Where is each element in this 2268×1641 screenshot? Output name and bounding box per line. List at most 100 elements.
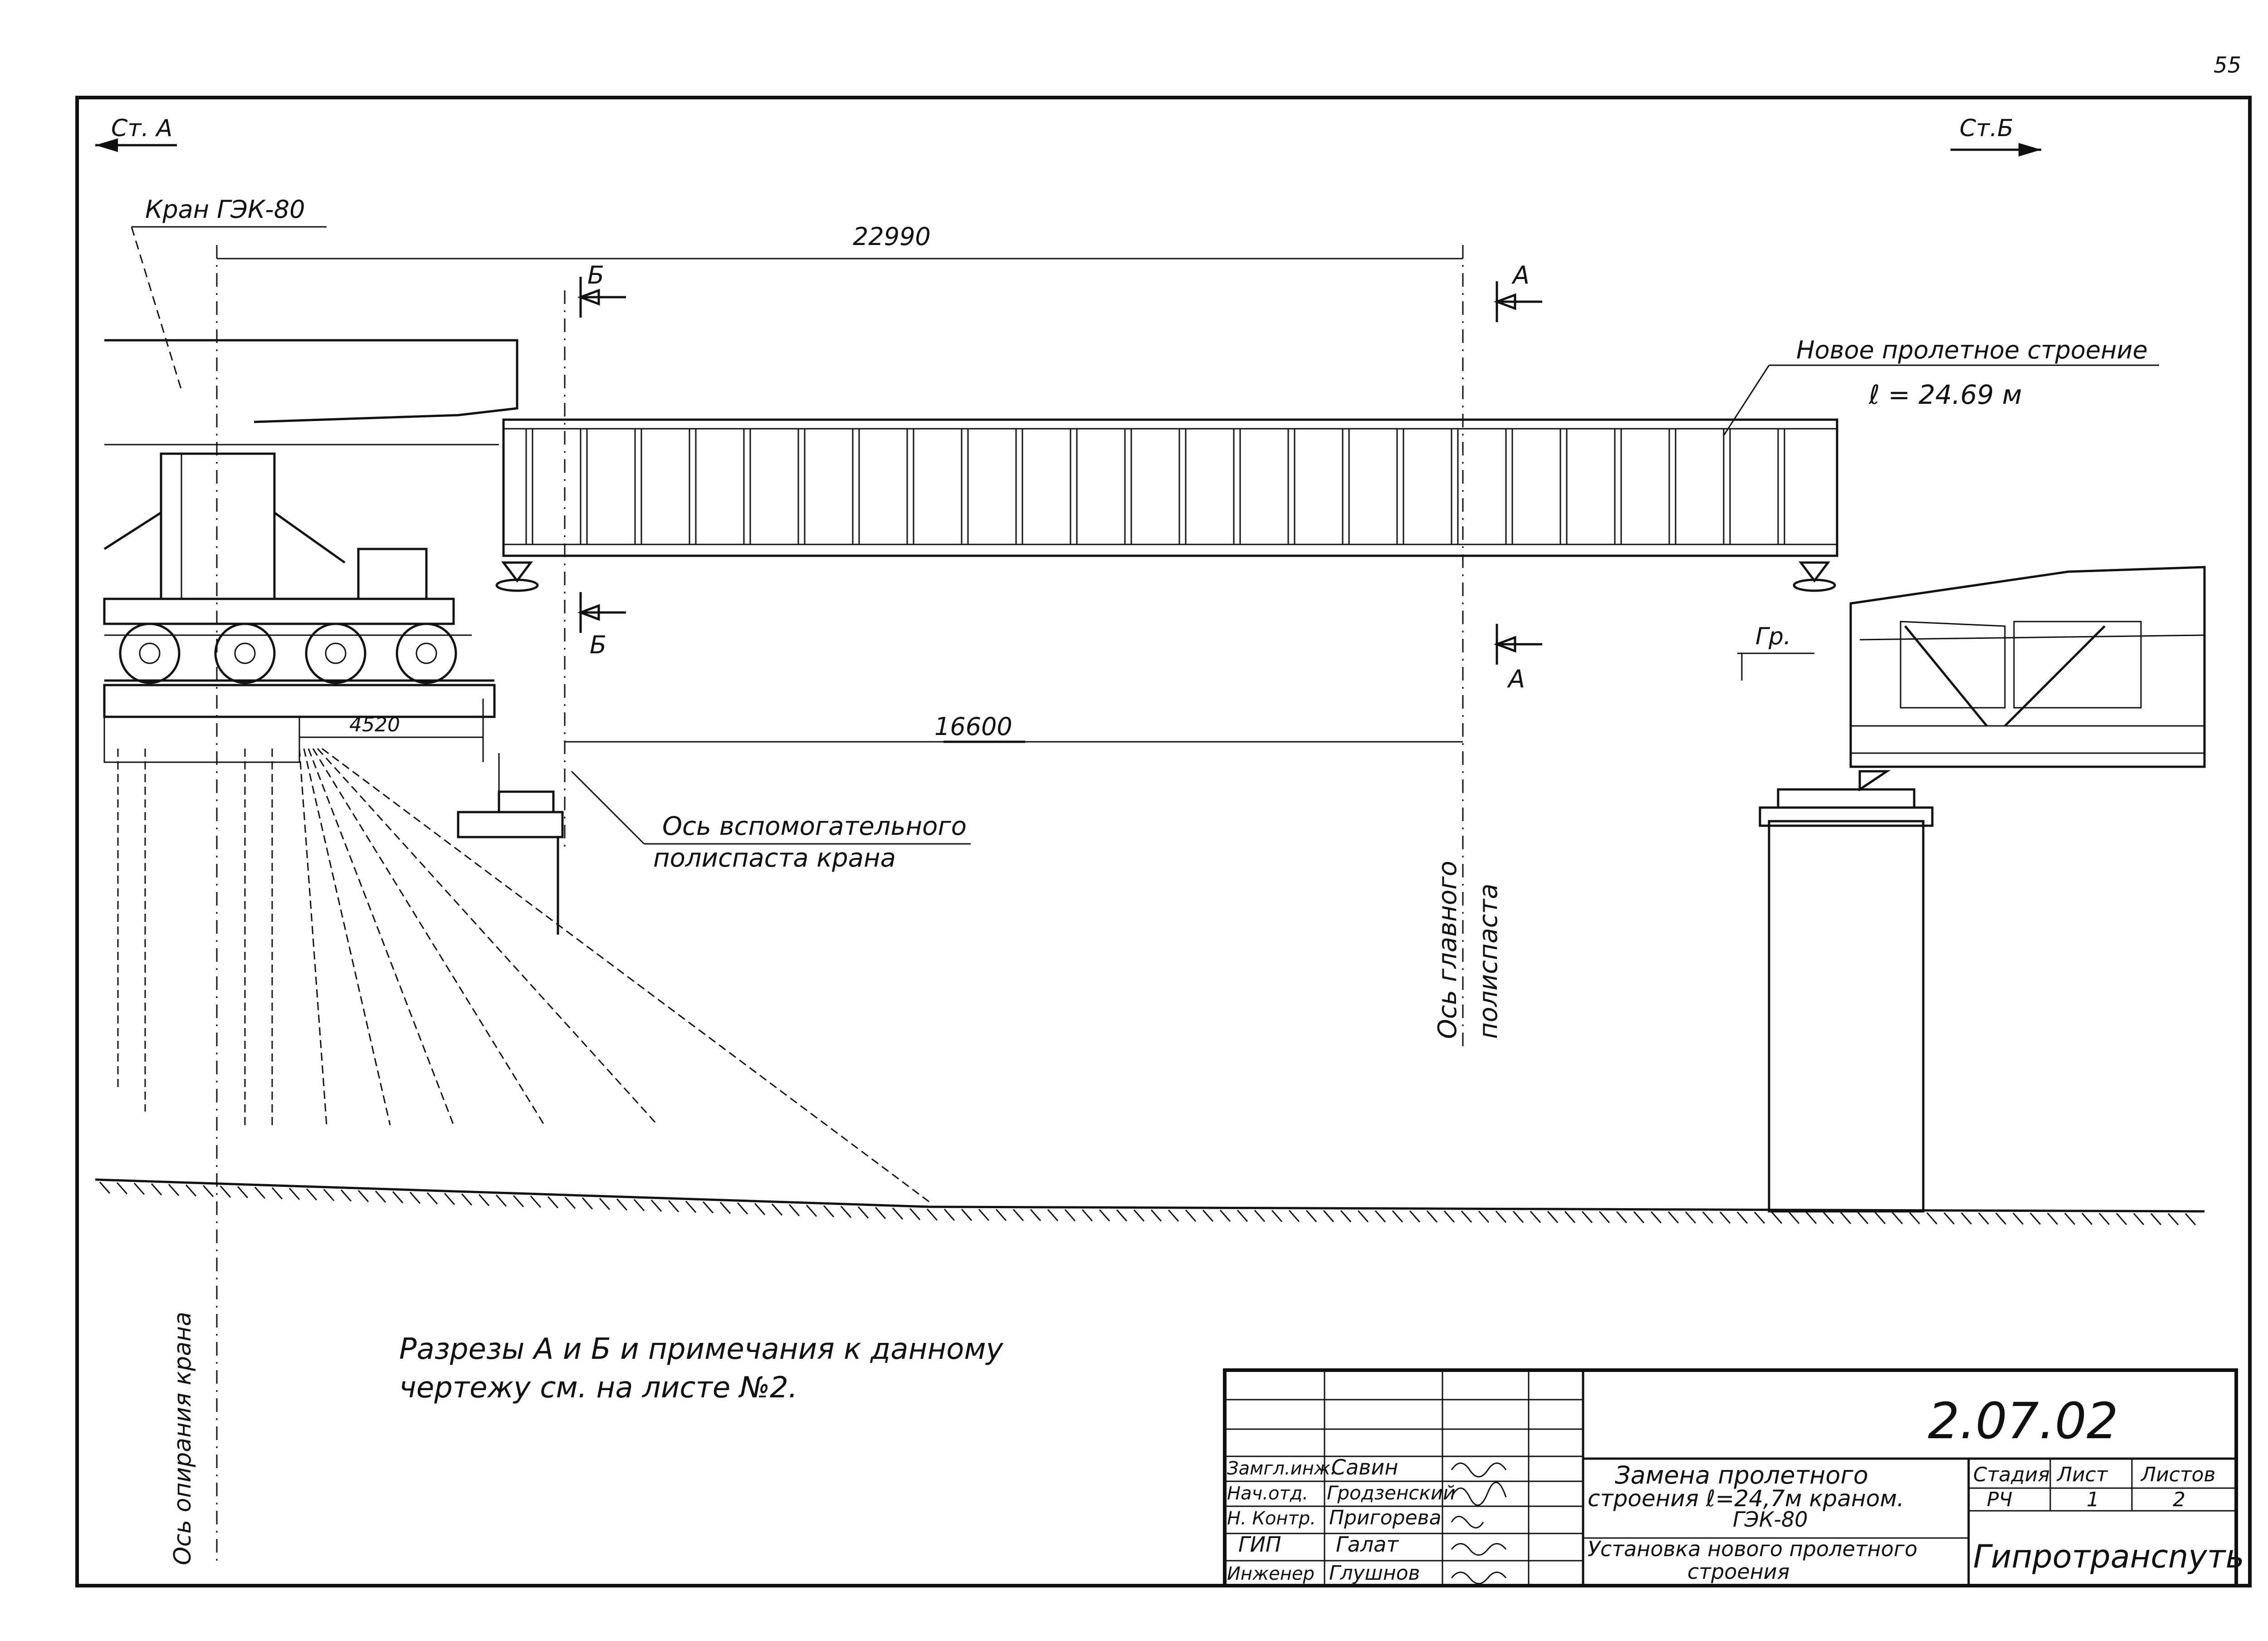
hatch-line [1547, 1210, 1559, 1223]
hatch-line [1650, 1211, 1662, 1224]
hatch-line [1771, 1211, 1783, 1224]
temp-support-block [498, 790, 555, 813]
hatch-line [1960, 1212, 1972, 1225]
hatch-line [892, 1207, 904, 1220]
hatch-line [1995, 1212, 2007, 1225]
hatch-line [875, 1207, 886, 1220]
crane-boom [104, 339, 518, 423]
hatch-line [1530, 1210, 1541, 1223]
hatch-line [909, 1208, 921, 1220]
girder-stiffeners [525, 429, 1785, 544]
station-left-label: Ст. А [111, 115, 172, 142]
ground-line-left [95, 1178, 930, 1208]
aux-axis-label-2: полиспаста крана [653, 843, 896, 873]
section-b-bottom-arrow-icon [577, 604, 626, 621]
ground-line-right [929, 1205, 2205, 1213]
hatch-line [1271, 1210, 1283, 1222]
hatch-line [237, 1186, 249, 1199]
hatch-line [788, 1204, 800, 1216]
temp-support-cap [457, 811, 564, 838]
sheet-value: 1 [2087, 1488, 2099, 1511]
staff-role: ГИП [1238, 1532, 1281, 1557]
title-line-3: ГЭК-80 [1733, 1507, 1808, 1532]
girder-bearing-left [501, 561, 533, 583]
staff-role: Н. Контр. [1227, 1508, 1316, 1529]
hatch-line [547, 1196, 559, 1209]
hatch-line [340, 1189, 352, 1202]
hatch-line [633, 1199, 645, 1211]
hatch-line [995, 1209, 1007, 1221]
hatch-line [2150, 1213, 2162, 1225]
staff-role: Замгл.инж. [1227, 1458, 1336, 1479]
hatch-line [564, 1196, 576, 1209]
hatch-line [771, 1203, 783, 1216]
section-a-bottom-arrow-icon [1493, 636, 1542, 653]
section-b-top-label: Б [587, 261, 604, 289]
title-block [1223, 1368, 2238, 1587]
hatch-line [271, 1187, 283, 1200]
new-span-label: Новое пролетное строение [1796, 336, 2148, 364]
hatch-line [840, 1205, 852, 1218]
hatch-line [582, 1197, 593, 1210]
crane-leader-line [131, 226, 182, 391]
hatch-line [1357, 1210, 1369, 1223]
hatch-line [1805, 1211, 1817, 1224]
hatch-line [978, 1209, 990, 1221]
hatch-line [1030, 1209, 1041, 1221]
sheet-title-line-1: Установка нового пролетного [1588, 1537, 1917, 1561]
hatch-line [1099, 1209, 1110, 1222]
crane-body-slopes [103, 511, 346, 564]
hatch-line [1185, 1210, 1197, 1222]
hatch-line [1168, 1209, 1179, 1222]
hatch-line [513, 1195, 524, 1208]
section-a-top-label: А [1511, 261, 1530, 289]
hatch-line [254, 1186, 266, 1199]
crane-counterweight [160, 452, 276, 600]
hatch-line [1736, 1211, 1748, 1224]
hatch-line [2081, 1213, 2093, 1225]
hatch-line [1081, 1209, 1093, 1222]
hatch-line [1754, 1211, 1765, 1224]
hatch-line [1926, 1212, 1938, 1225]
staff-role: Инженер [1227, 1563, 1315, 1584]
existing-truss-span [1849, 566, 2206, 768]
new-span-girder [502, 418, 1838, 557]
stage-header: Стадия [1973, 1463, 2050, 1486]
right-pier [1759, 770, 1934, 1213]
staff-name: Савин [1331, 1455, 1398, 1479]
hatch-line [1133, 1209, 1145, 1222]
hatch-line [719, 1201, 731, 1214]
hatch-line [1116, 1209, 1128, 1222]
organization-name: Гипротрансnуть [1973, 1538, 2244, 1575]
aux-axis-leader [571, 770, 645, 845]
staff-name: Пригорева [1329, 1506, 1442, 1529]
hatch-line [133, 1182, 145, 1195]
hatch-line [943, 1209, 955, 1221]
staff-name: Глушнов [1329, 1562, 1420, 1585]
crane-cab [357, 548, 428, 600]
hatch-line [99, 1181, 111, 1194]
sheets-value: 2 [2173, 1488, 2185, 1511]
hatch-line [220, 1185, 231, 1198]
hatch-line [426, 1192, 438, 1205]
main-axis-label-1: Ось главного [1433, 861, 1462, 1039]
hatch-line [409, 1191, 421, 1204]
hatch-line [754, 1203, 766, 1215]
sheet-title-line-2: строения [1687, 1559, 1789, 1584]
hatch-line [1012, 1209, 1024, 1221]
hatch-line [323, 1189, 335, 1201]
left-abutment-body [103, 716, 300, 763]
station-right-label: Ст.Б [1960, 115, 2014, 142]
hatch-line [1840, 1212, 1852, 1225]
hatch-line [1495, 1210, 1507, 1223]
support-axis-label: Ось опирания крана [169, 1312, 196, 1565]
hatch-line [2029, 1212, 2041, 1225]
dim-top-value: 22990 [853, 222, 931, 251]
hatch-line [1461, 1210, 1472, 1223]
crane-wheels [119, 622, 457, 684]
hatch-line [702, 1201, 714, 1214]
station-right-arrow-icon [2019, 143, 2041, 157]
hatch-line [1374, 1210, 1386, 1223]
hatch-line [495, 1194, 507, 1207]
left-abutment-cap [103, 684, 496, 718]
